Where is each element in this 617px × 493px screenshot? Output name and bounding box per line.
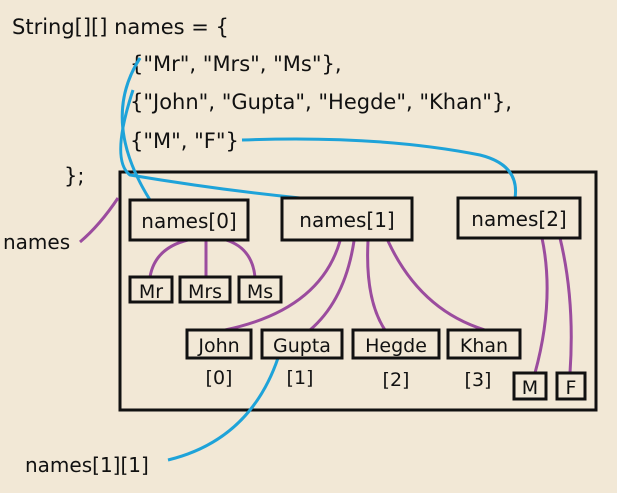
- item-f: F: [566, 377, 577, 399]
- connector-m: [533, 237, 549, 374]
- item-gupta: Gupta: [273, 335, 331, 357]
- item-mrs: Mrs: [188, 281, 222, 303]
- code-line-1: String[][] names = {: [12, 15, 229, 39]
- code-line-4: {"M", "F"}: [130, 129, 239, 153]
- row-label-2: names[2]: [471, 207, 566, 231]
- item-m: M: [522, 377, 538, 399]
- item-box-hegde: [351, 328, 441, 360]
- item-ms: Ms: [247, 281, 273, 303]
- item-box-mr: [128, 275, 174, 304]
- variable-label: names: [3, 230, 70, 254]
- index-1: [1]: [287, 367, 314, 389]
- connector-ms: [225, 238, 257, 278]
- item-john: John: [197, 335, 239, 357]
- connector-row1-to-code: [119, 89, 301, 200]
- names-reference-line: [79, 197, 120, 244]
- code-line-5: };: [64, 164, 84, 188]
- row-box-0: [128, 198, 250, 242]
- connector-khan: [386, 240, 486, 332]
- row-label-1: names[1]: [299, 208, 394, 232]
- row-box-2: [456, 196, 582, 240]
- item-box-mrs: [178, 275, 232, 304]
- connector-gupta: [309, 240, 356, 332]
- item-box-f: [555, 371, 587, 401]
- connector-mr: [148, 238, 189, 278]
- item-box-m: [512, 371, 548, 401]
- row-box-1: [280, 196, 414, 242]
- array-container: [118, 170, 598, 412]
- connector-hegde: [366, 240, 387, 331]
- connector-john: [224, 240, 342, 332]
- item-box-ms: [237, 275, 283, 304]
- connector-element-label: [167, 357, 280, 462]
- index-3: [3]: [465, 369, 492, 391]
- item-hegde: Hegde: [365, 335, 427, 357]
- index-2: [2]: [383, 369, 410, 391]
- item-box-gupta: [260, 328, 344, 360]
- row-label-0: names[0]: [141, 209, 236, 233]
- code-line-2: {"Mr", "Mrs", "Ms"},: [130, 52, 342, 76]
- item-box-john: [185, 328, 253, 360]
- index-0: [0]: [206, 367, 233, 389]
- element-label: names[1][1]: [25, 453, 149, 477]
- item-box-khan: [446, 328, 522, 360]
- code-line-3: {"John", "Gupta", "Hegde", "Khan"},: [130, 90, 512, 114]
- item-mr: Mr: [139, 281, 163, 303]
- item-khan: Khan: [460, 335, 508, 357]
- connector-row2-to-code: [241, 137, 518, 199]
- connector-f: [558, 237, 573, 374]
